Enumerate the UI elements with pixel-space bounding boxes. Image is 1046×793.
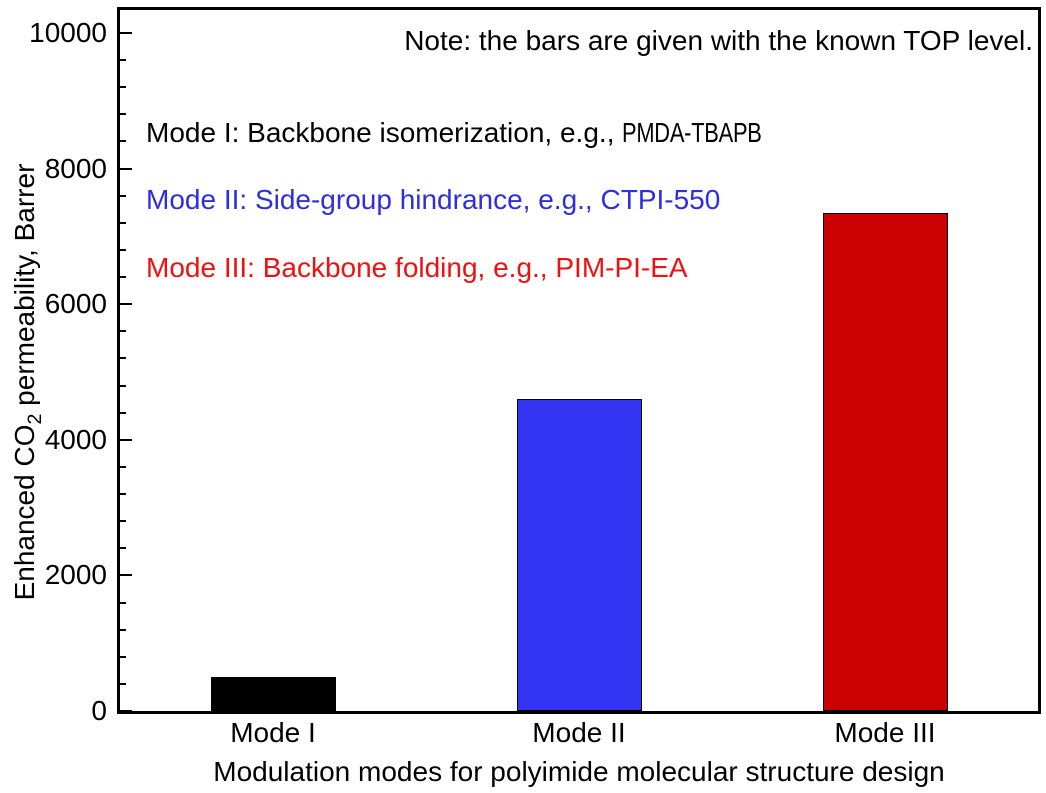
annotation-text: Mode III: Backbone folding, e.g., — [146, 252, 556, 283]
y-major-tick — [120, 438, 132, 441]
y-minor-tick — [120, 59, 126, 62]
y-tick-label: 0 — [91, 695, 107, 726]
y-minor-tick — [120, 221, 126, 224]
y-axis-title: Enhanced CO2 permeability, Barrer — [9, 163, 50, 601]
y-minor-tick — [120, 113, 126, 116]
y-minor-tick — [120, 682, 126, 685]
x-axis-title: Modulation modes for polyimide molecular… — [213, 756, 945, 787]
annotation-mode-ii: Mode II: Side-group hindrance, e.g., CTP… — [146, 185, 720, 215]
note-annotation: Note: the bars are given with the known … — [404, 25, 1033, 56]
y-minor-tick — [120, 357, 126, 360]
y-minor-tick — [120, 628, 126, 631]
y-minor-tick — [120, 330, 126, 333]
x-tick-label-mode-i: Mode I — [230, 717, 316, 748]
x-tick-label-mode-iii: Mode III — [834, 717, 936, 748]
y-minor-tick — [120, 194, 126, 197]
bar-mode-i — [211, 677, 336, 711]
y-tick-label: 4000 — [44, 423, 107, 455]
y-minor-tick — [120, 384, 126, 387]
y-minor-tick — [120, 493, 126, 496]
y-minor-tick — [120, 276, 126, 279]
annotation-example: CTPI-550 — [600, 184, 721, 215]
y-major-tick — [120, 167, 132, 170]
y-minor-tick — [120, 655, 126, 658]
annotation-example: PMDA-TBAPB — [622, 117, 762, 148]
y-major-tick — [120, 32, 132, 34]
y-minor-tick — [120, 601, 126, 604]
y-major-tick — [120, 574, 132, 577]
y-minor-tick — [120, 411, 126, 414]
y-major-tick — [120, 710, 132, 712]
y-tick-label: 10000 — [29, 17, 107, 48]
y-minor-tick — [120, 140, 126, 143]
x-tick-label-mode-ii: Mode II — [532, 717, 626, 748]
y-minor-tick — [120, 248, 126, 251]
y-minor-tick — [120, 520, 126, 523]
y-minor-tick — [120, 465, 126, 468]
annotation-mode-iii: Mode III: Backbone folding, e.g., PIM-PI… — [146, 253, 688, 283]
annotation-example: PIM-PI-EA — [555, 252, 688, 283]
bar-mode-ii — [517, 399, 642, 711]
annotation-mode-i: Mode I: Backbone isomerization, e.g., PM… — [146, 118, 801, 148]
y-axis-title-text: permeability, Barrer — [9, 163, 41, 414]
y-tick-label: 6000 — [44, 288, 107, 320]
y-minor-tick — [120, 86, 126, 89]
plot-area: Note: the bars are given with the known … — [117, 7, 1041, 714]
annotation-text: Mode II: Side-group hindrance, e.g., — [146, 184, 601, 215]
y-minor-tick — [120, 547, 126, 550]
bar-mode-iii — [823, 213, 948, 711]
y-axis-title-subscript: 2 — [23, 413, 46, 425]
y-tick-label: 2000 — [44, 559, 107, 591]
y-tick-label: 8000 — [44, 152, 107, 184]
annotation-text: Mode I: Backbone isomerization, e.g., — [146, 117, 623, 148]
y-major-tick — [120, 303, 132, 306]
